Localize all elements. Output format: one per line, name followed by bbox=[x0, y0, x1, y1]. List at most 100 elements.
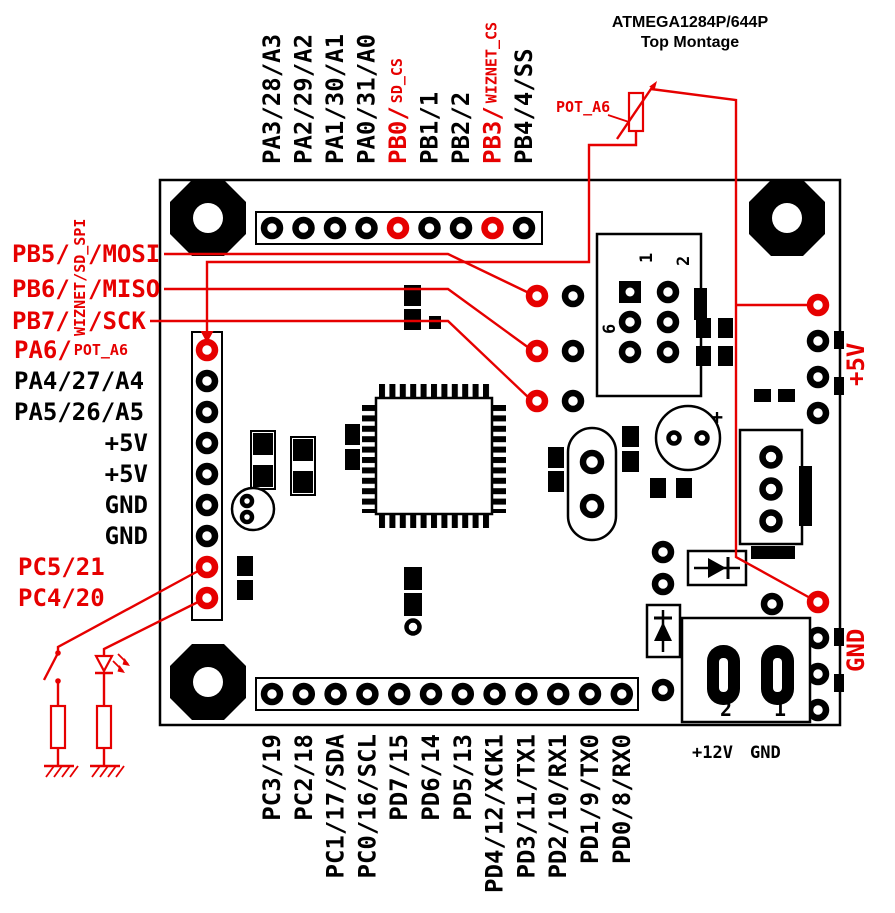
wire-pb7-sck bbox=[150, 319, 530, 399]
pin-hole-miso bbox=[525, 339, 549, 363]
smd-pad bbox=[696, 318, 711, 338]
bottom-pin-label: PD3/11/TX1 bbox=[512, 734, 540, 879]
regulator-tab bbox=[799, 466, 812, 526]
pin-hole bbox=[195, 400, 219, 424]
pin-hole bbox=[561, 284, 585, 308]
pin-hole bbox=[578, 682, 602, 706]
rail-gnd-label: GND bbox=[842, 629, 870, 672]
left-pin-label: +5V bbox=[105, 460, 148, 488]
chip-body bbox=[374, 396, 494, 516]
pin-hole-sck bbox=[525, 389, 549, 413]
pin-label-main: PA6/ bbox=[14, 336, 72, 364]
edge-tab bbox=[834, 377, 844, 395]
jack-pin-1-slot bbox=[773, 658, 782, 692]
crystal-body bbox=[566, 426, 618, 542]
top-pin-label: PA0/31/A0 bbox=[353, 34, 381, 164]
arrow-head bbox=[117, 665, 125, 673]
pin-hole bbox=[760, 592, 784, 616]
pin-label-main: PB0/ bbox=[384, 106, 412, 164]
cap-body bbox=[654, 404, 722, 472]
ground-hatch bbox=[45, 765, 79, 778]
pin-hole bbox=[610, 682, 634, 706]
pin-hole bbox=[195, 462, 219, 486]
smd-pad bbox=[404, 593, 422, 616]
pin-hole bbox=[324, 682, 347, 706]
chip-pins-left bbox=[362, 403, 375, 513]
left-pin-label: PC4/20 bbox=[18, 584, 105, 612]
diode-symbol bbox=[708, 558, 726, 578]
pin-hole bbox=[656, 340, 680, 364]
pin-hole-pa6 bbox=[195, 338, 219, 362]
top-pin-label: PB1/1 bbox=[416, 92, 444, 164]
spi-label-suffix: /SCK bbox=[88, 307, 146, 335]
pot-label: POT_A6 bbox=[556, 98, 610, 116]
mcu-chip bbox=[362, 384, 506, 528]
top-pin-label: PA2/29/A2 bbox=[290, 34, 318, 164]
smd-pad bbox=[650, 478, 666, 498]
pin-hole bbox=[694, 430, 710, 446]
isp-pin2-label: 2 bbox=[674, 256, 694, 266]
jack-pin2-label: 2 bbox=[720, 697, 732, 721]
pin-hole bbox=[579, 493, 605, 519]
smd-pad bbox=[345, 449, 360, 470]
smd-pad bbox=[778, 389, 795, 402]
left-header-pins bbox=[195, 338, 219, 610]
pin-hole bbox=[449, 216, 473, 240]
potentiometer bbox=[607, 81, 657, 140]
pin-hole bbox=[387, 682, 411, 706]
pin-hole bbox=[546, 682, 570, 706]
spi-label-prefix: PB7/ bbox=[12, 307, 70, 335]
pin-hole bbox=[260, 216, 284, 240]
led-symbol bbox=[94, 654, 114, 674]
pin-hole bbox=[618, 310, 642, 334]
pin-hole-pc4 bbox=[195, 586, 219, 610]
page-subtitle: Top Montage bbox=[641, 34, 739, 51]
left-pin-label-pa6: PA6/POT_A6 bbox=[14, 336, 128, 364]
bottom-pin-label: PD1/9/TX0 bbox=[576, 734, 604, 864]
bottom-header-strip bbox=[255, 677, 639, 711]
smd-pad bbox=[293, 439, 313, 461]
voltage-regulator bbox=[738, 428, 812, 559]
pin-hole bbox=[195, 524, 219, 548]
pin-label-sub: WIZNET_CS bbox=[483, 22, 501, 103]
chip-pins-top bbox=[377, 384, 491, 397]
pin-hole bbox=[579, 449, 605, 475]
isp-pin1-label: 1 bbox=[637, 253, 657, 263]
smd-pad bbox=[404, 567, 422, 590]
resistor bbox=[95, 704, 113, 750]
pin-hole bbox=[666, 430, 682, 446]
resistor bbox=[49, 704, 67, 750]
left-pin-label: GND bbox=[105, 491, 148, 519]
pin-hole bbox=[806, 329, 830, 353]
isp-connector bbox=[595, 232, 707, 398]
spi-label-prefix: PB5/ bbox=[12, 240, 70, 268]
smd-pad bbox=[718, 346, 733, 366]
ground-symbol bbox=[44, 764, 79, 778]
arrow-head bbox=[122, 658, 130, 666]
page-title: ATMEGA1284P/644P bbox=[612, 14, 769, 31]
pin-hole bbox=[260, 682, 284, 706]
power-gnd-label: GND bbox=[750, 743, 781, 763]
smd-pad bbox=[754, 389, 771, 402]
bottom-pin-label: PD6/14 bbox=[417, 734, 445, 821]
pin-hole bbox=[561, 339, 585, 363]
pin-hole-pb0 bbox=[386, 216, 410, 240]
pin-label-sub: POT_A6 bbox=[74, 341, 128, 359]
spi-bus-note: WIZNET/SD_SPI bbox=[71, 219, 89, 336]
pin-hole bbox=[806, 626, 830, 650]
ground-hatch bbox=[91, 765, 125, 778]
smd-pad bbox=[404, 285, 421, 306]
wire-pc4 bbox=[102, 599, 201, 656]
bottom-header-pins bbox=[260, 682, 634, 706]
regulator-pad bbox=[751, 546, 795, 559]
led-branch bbox=[90, 599, 201, 778]
bottom-pin-label: PD7/15 bbox=[385, 734, 413, 821]
chip-pins-right bbox=[493, 403, 506, 513]
switch-branch bbox=[42, 568, 201, 778]
isp-pin1-drill bbox=[625, 287, 635, 297]
pin-hole-mosi bbox=[525, 284, 549, 308]
pin-hole bbox=[356, 682, 379, 706]
edge-tab bbox=[834, 628, 844, 646]
smd-pad bbox=[622, 426, 639, 447]
